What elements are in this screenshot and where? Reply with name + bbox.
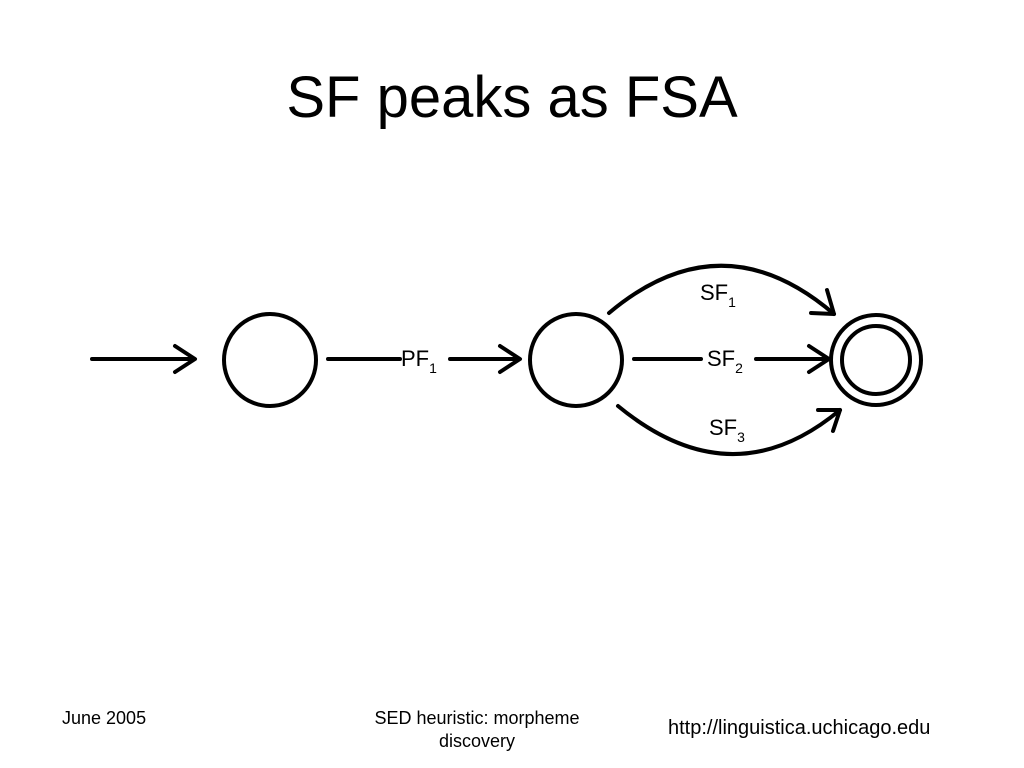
edge-label-sf3: SF3 [709,415,745,445]
edge-sf2 [632,344,831,374]
edge-pf1 [326,344,522,374]
state-intermediate [528,312,624,408]
state-accepting [829,313,923,407]
footer-date: June 2005 [62,708,147,728]
footer-center-text: SED heuristic: morpheme discovery [374,708,580,751]
edge-sf3 [616,404,842,456]
edge-label-sf1: SF1 [700,280,736,310]
start-arrow [90,344,197,374]
slide-title: SF peaks as FSA [286,65,738,130]
edge-sf1 [607,263,836,316]
state-start [222,312,318,408]
footer-url[interactable]: http://linguistica.uchicago.edu [668,717,931,739]
edge-label-sf2: SF2 [707,346,743,376]
edge-label-pf1: PF1 [401,346,437,376]
